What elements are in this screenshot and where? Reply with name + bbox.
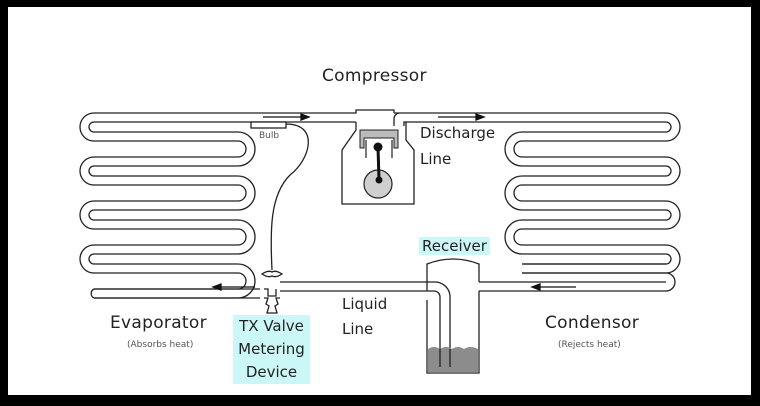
flow-arrow-suction — [263, 113, 311, 121]
liquid-line-label-1: Liquid — [342, 295, 388, 313]
bulb-label: Bulb — [259, 131, 280, 141]
receiver — [426, 258, 480, 291]
capillary-tube — [270, 123, 309, 271]
suction-line — [300, 109, 395, 114]
bulb — [250, 121, 287, 129]
tx-valve-label: TX Valve Metering Device — [233, 315, 310, 384]
condensor-outlet — [479, 272, 676, 292]
receiver-label: Receiver — [419, 237, 490, 255]
evaporator-coil — [79, 112, 300, 299]
evaporator-note: (Absorbs heat) — [127, 340, 194, 350]
liquid-line — [280, 281, 451, 367]
compressor-internals — [359, 129, 399, 199]
discharge-line-label-1: Discharge — [420, 124, 496, 142]
condensor-note: (Rejects heat) — [558, 340, 621, 350]
discharge-line — [400, 112, 681, 274]
condensor-label: Condensor — [545, 313, 640, 333]
compressor-body — [341, 122, 415, 205]
tx-valve-label-line-2: Metering — [238, 340, 305, 358]
compressor-label: Compressor — [322, 66, 427, 86]
receiver-liquid — [428, 347, 478, 372]
tx-valve — [260, 270, 284, 314]
flow-arrow-evaporator — [211, 283, 255, 291]
diagram-canvas: Compressor Bulb Discharge Line Receiver … — [8, 7, 751, 395]
tx-valve-label-line-3: Device — [245, 363, 298, 381]
flow-arrow-discharge — [438, 113, 486, 121]
evaporator-label: Evaporator — [110, 313, 207, 333]
liquid-line-label-2: Line — [342, 320, 374, 338]
discharge-line-label-2: Line — [420, 150, 452, 168]
tx-valve-label-line-1: TX Valve — [239, 317, 304, 335]
flow-arrow-condensor — [530, 283, 576, 291]
refrigeration-diagram — [79, 109, 681, 374]
